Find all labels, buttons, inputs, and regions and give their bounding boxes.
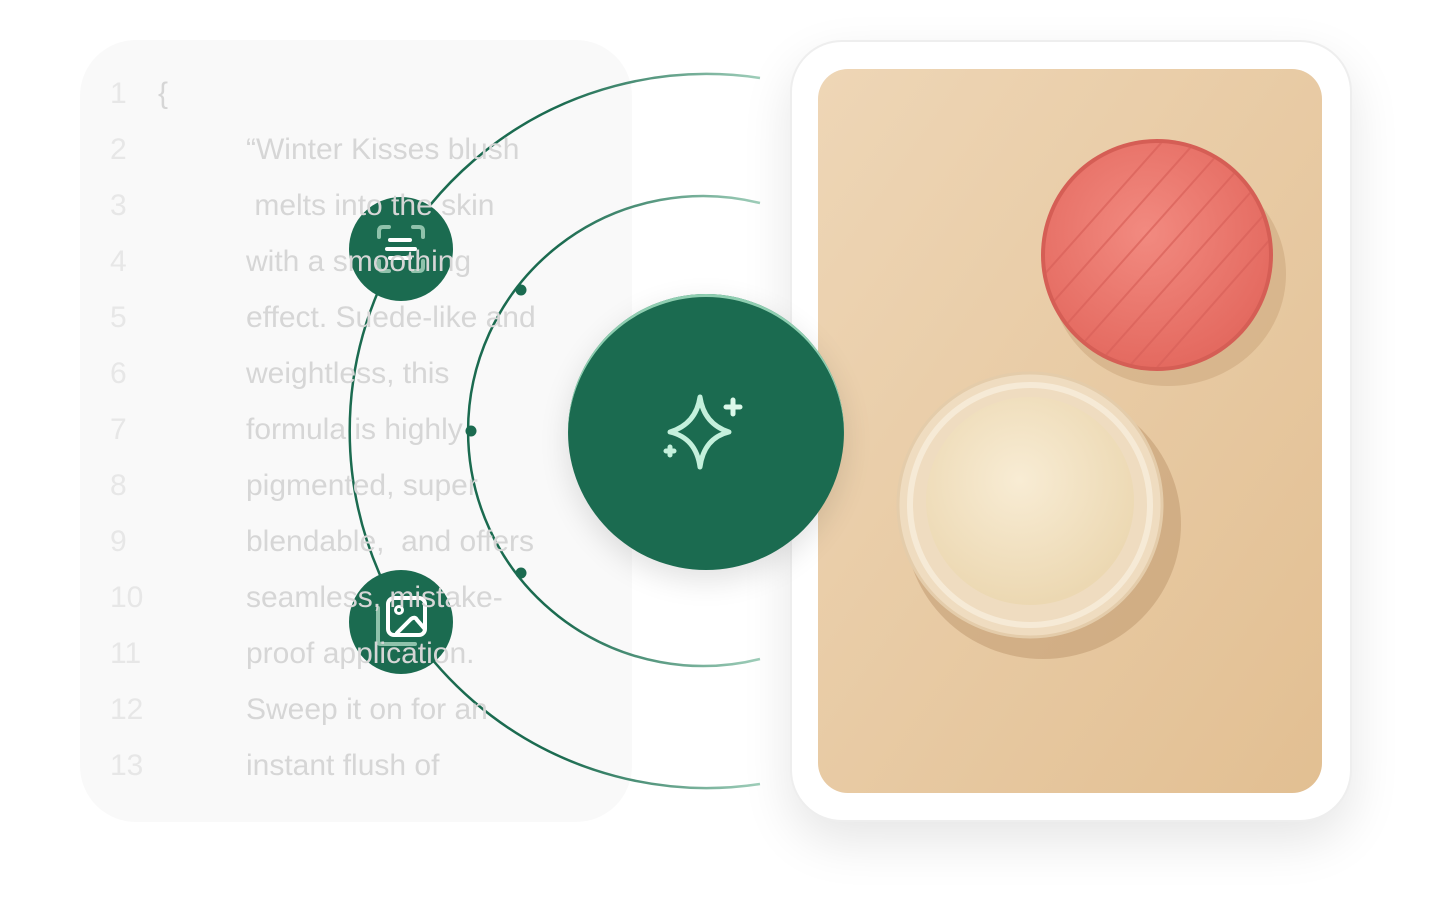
outer-arc	[348, 72, 761, 790]
arc-dot	[515, 284, 527, 296]
text-node[interactable]	[349, 197, 453, 301]
sparkles-icon	[663, 394, 743, 470]
text-scan-icon	[377, 225, 425, 273]
ai-hub[interactable]	[568, 294, 844, 570]
image-gallery-icon	[376, 596, 427, 646]
image-node[interactable]	[349, 570, 453, 674]
code-panel	[80, 40, 632, 822]
product-image-card	[790, 40, 1352, 822]
arc-dot	[515, 567, 527, 579]
product-photo	[818, 69, 1322, 793]
arc-dot	[465, 425, 477, 437]
